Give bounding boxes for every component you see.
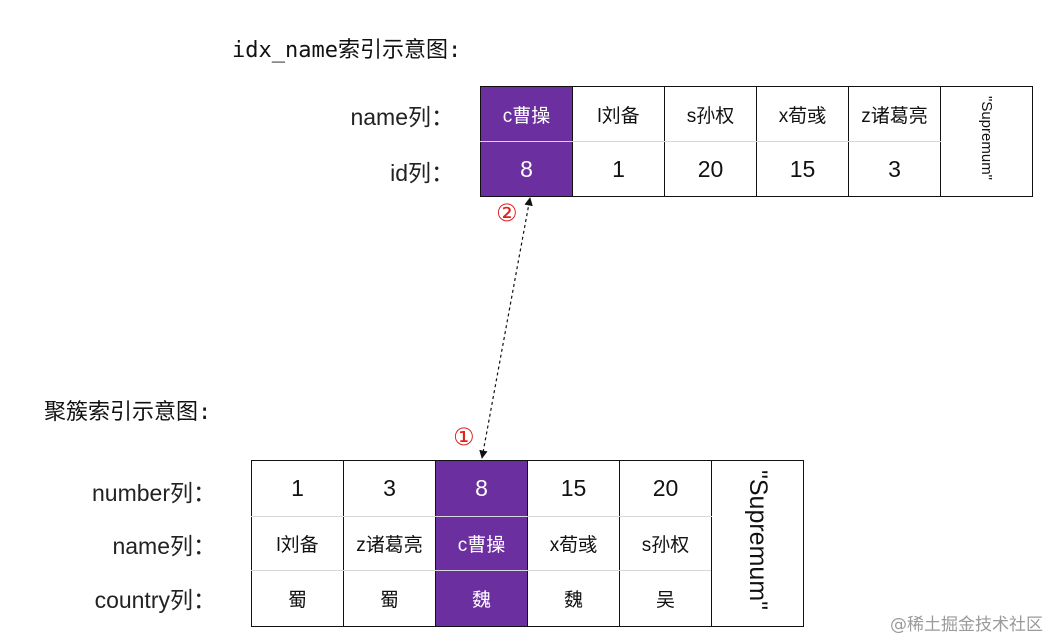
clustered-number-cell: 8 [435, 460, 528, 517]
clustered-name-cell: s孙权 [619, 516, 712, 571]
secondary-row-label-id: id列： [390, 160, 454, 186]
clustered-country-cell: 蜀 [343, 570, 436, 627]
step-2-marker: ② [496, 200, 518, 227]
clustered-country-cell: 魏 [527, 570, 620, 627]
clustered-row-label-country: country列： [94, 587, 216, 613]
clustered-number-cell: 20 [619, 460, 712, 517]
secondary-row-label-name: name列： [350, 104, 454, 130]
secondary-name-cell: x荀彧 [756, 86, 849, 142]
clustered-name-cell: z诸葛亮 [343, 516, 436, 571]
clustered-number-cell: 3 [343, 460, 436, 517]
secondary-name-cell: z诸葛亮 [848, 86, 941, 142]
clustered-name-cell: x荀彧 [527, 516, 620, 571]
clustered-country-cell: 吴 [619, 570, 712, 627]
clustered-row-label-number: number列： [92, 480, 216, 506]
clustered-row-label-name: name列： [112, 533, 216, 559]
clustered-index-table: 1 3 8 15 20 "Supremum" l刘备 z诸葛亮 c曹操 x荀彧 … [251, 460, 804, 627]
clustered-supremum-cell: "Supremum" [711, 460, 804, 627]
watermark: @稀土掘金技术社区 [890, 615, 1043, 635]
clustered-name-cell: l刘备 [251, 516, 344, 571]
secondary-supremum-label: "Supremum" [978, 96, 995, 181]
clustered-name-cell: c曹操 [435, 516, 528, 571]
step-1-marker: ① [453, 424, 475, 451]
clustered-number-cell: 1 [251, 460, 344, 517]
clustered-number-cell: 15 [527, 460, 620, 517]
secondary-index-table: c曹操 l刘备 s孙权 x荀彧 z诸葛亮 "Supremum" 8 1 20 1… [480, 86, 1033, 197]
clustered-supremum-label: "Supremum" [744, 470, 772, 611]
secondary-id-cell: 3 [848, 141, 941, 197]
secondary-index-title: idx_name索引示意图: [232, 38, 462, 63]
secondary-id-cell: 8 [480, 141, 573, 197]
clustered-index-title: 聚簇索引示意图: [44, 400, 212, 425]
secondary-name-cell: s孙权 [664, 86, 757, 142]
secondary-id-cell: 1 [572, 141, 665, 197]
secondary-id-cell: 20 [664, 141, 757, 197]
secondary-supremum-cell: "Supremum" [940, 86, 1033, 197]
secondary-name-cell: c曹操 [480, 86, 573, 142]
secondary-id-cell: 15 [756, 141, 849, 197]
clustered-country-cell: 魏 [435, 570, 528, 627]
clustered-country-cell: 蜀 [251, 570, 344, 627]
